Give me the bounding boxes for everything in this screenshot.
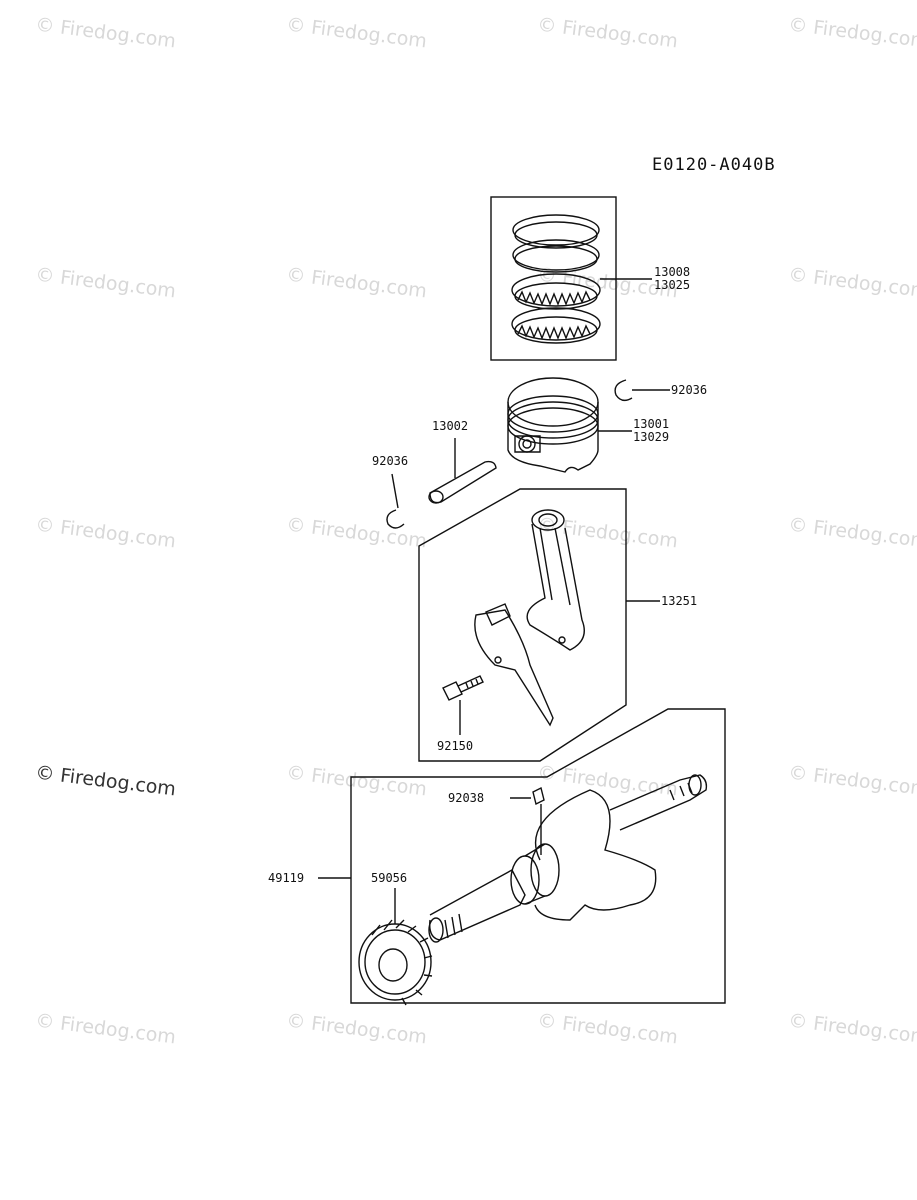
part-number-92150[interactable]: 92150 bbox=[437, 739, 474, 753]
crank-gear-drawing bbox=[358, 919, 433, 1006]
part-number-13025[interactable]: 13025 bbox=[654, 278, 691, 292]
diagram-code: E0120-A040B bbox=[652, 155, 776, 175]
connecting-rod-drawing bbox=[474, 509, 585, 727]
piston-drawing bbox=[507, 377, 599, 473]
circlip-right-drawing bbox=[614, 379, 633, 402]
part-number-92036-right[interactable]: 92036 bbox=[671, 383, 708, 397]
part-number-13029[interactable]: 13029 bbox=[633, 430, 670, 444]
part-number-92036-left[interactable]: 92036 bbox=[372, 454, 409, 468]
piston-rings-drawing bbox=[511, 214, 601, 344]
crankshaft-drawing bbox=[428, 774, 708, 943]
crankshaft-box bbox=[350, 708, 726, 1004]
conrod-box bbox=[418, 488, 627, 762]
part-number-49119[interactable]: 49119 bbox=[268, 871, 305, 885]
piston-pin-drawing bbox=[428, 460, 497, 504]
part-number-13002[interactable]: 13002 bbox=[432, 419, 469, 433]
part-number-13001[interactable]: 13001 bbox=[633, 417, 670, 431]
part-number-92038[interactable]: 92038 bbox=[448, 791, 485, 805]
part-number-13251[interactable]: 13251 bbox=[661, 594, 698, 608]
part-number-59056[interactable]: 59056 bbox=[371, 871, 408, 885]
rod-bolt-drawing bbox=[442, 675, 484, 701]
part-number-13008[interactable]: 13008 bbox=[654, 265, 691, 279]
circlip-left-drawing bbox=[386, 509, 405, 529]
leader-92036-left bbox=[391, 473, 399, 509]
